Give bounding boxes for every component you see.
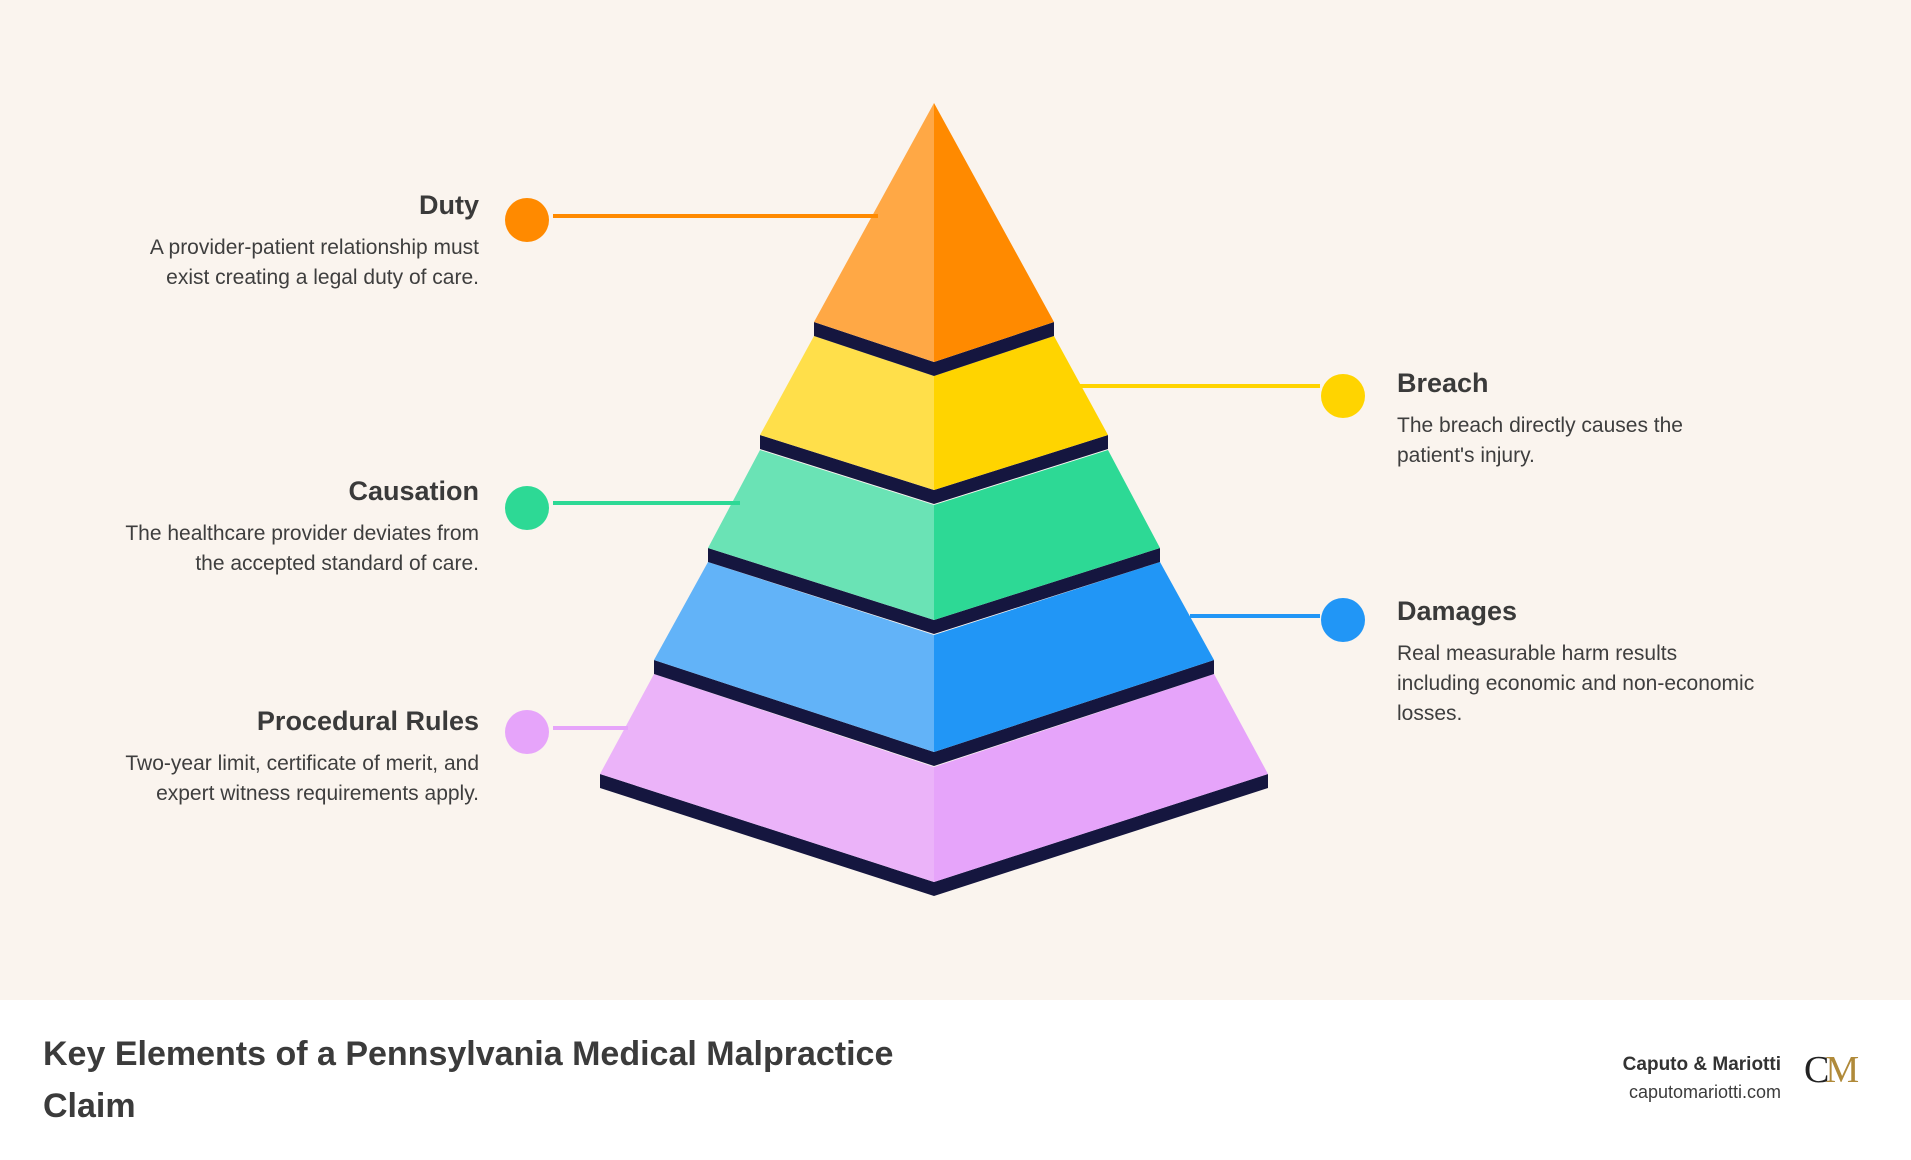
band-causation-right <box>934 450 1160 620</box>
band-procedural-left <box>600 674 934 882</box>
label-causation: Causation The healthcare provider deviat… <box>119 476 479 579</box>
label-procedural-title: Procedural Rules <box>256 706 479 736</box>
label-damages-title: Damages <box>1397 596 1518 626</box>
marker-dot-causation <box>505 486 549 530</box>
label-causation-title: Causation <box>348 476 479 506</box>
marker-dot-procedural <box>505 710 549 754</box>
band-breach-right <box>934 336 1108 490</box>
band-breach-left <box>760 336 934 490</box>
brand-logo: CM <box>1804 1049 1859 1091</box>
label-procedural: Procedural Rules Two-year limit, certifi… <box>119 706 479 809</box>
label-breach-title: Breach <box>1397 368 1489 398</box>
brand-name: Caputo & Mariotti <box>1622 1054 1781 1075</box>
label-breach: Breach The breach directly causes the pa… <box>1397 368 1757 471</box>
band-procedural-right <box>934 674 1268 882</box>
label-damages-description: Real measurable harm results including e… <box>1397 642 1755 725</box>
band-duty-right <box>934 103 1054 362</box>
page-title: Key Elements of a Pennsylvania Medical M… <box>43 1035 894 1125</box>
band-damages-right <box>934 562 1214 752</box>
band-shadow-duty <box>814 322 1054 376</box>
label-procedural-description: Two-year limit, certificate of merit, an… <box>125 752 479 805</box>
label-duty-description: A provider-patient relationship must exi… <box>149 236 479 289</box>
band-causation-left <box>708 450 934 620</box>
pyramid-diagram <box>505 103 1365 896</box>
band-damages-left <box>654 562 934 752</box>
pyramid-infographic: Duty A provider-patient relationship mus… <box>119 103 1757 896</box>
brand-block: Caputo & Mariotti caputomariotti.com <box>1623 1052 1781 1106</box>
label-duty: Duty A provider-patient relationship mus… <box>119 190 479 293</box>
label-causation-description: The healthcare provider deviates from th… <box>125 522 479 575</box>
label-duty-title: Duty <box>419 190 479 220</box>
label-breach-description: The breach directly causes the patient's… <box>1397 414 1683 467</box>
band-shadow-breach <box>760 435 1108 504</box>
label-damages: Damages Real measurable harm results inc… <box>1397 596 1757 729</box>
footer: Key Elements of a Pennsylvania Medical M… <box>0 1000 1911 1160</box>
band-duty-left <box>814 103 934 362</box>
marker-dot-duty <box>505 198 549 242</box>
marker-dot-damages <box>1321 598 1365 642</box>
brand-url[interactable]: caputomariotti.com <box>1628 1082 1781 1102</box>
marker-dot-breach <box>1321 374 1365 418</box>
